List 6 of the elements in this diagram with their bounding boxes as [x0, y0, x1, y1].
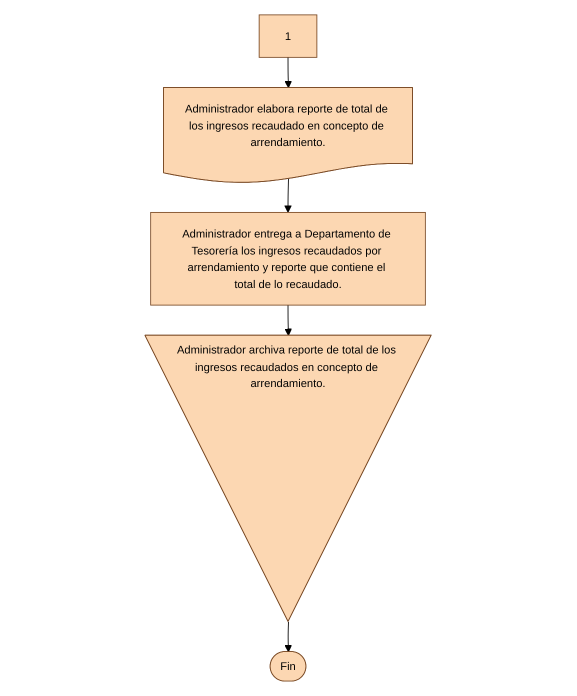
- arrow: [284, 304, 293, 336]
- node-box: Administrador entrega a Departamento de Tesorería los ingresos recaudados por arrendamiento y reporte que contiene el total de lo recaudado.: [150, 212, 426, 306]
- node-box: 1: [259, 14, 318, 58]
- arrow: [284, 56, 293, 88]
- arrow: [284, 621, 293, 652]
- arrow: [284, 178, 292, 213]
